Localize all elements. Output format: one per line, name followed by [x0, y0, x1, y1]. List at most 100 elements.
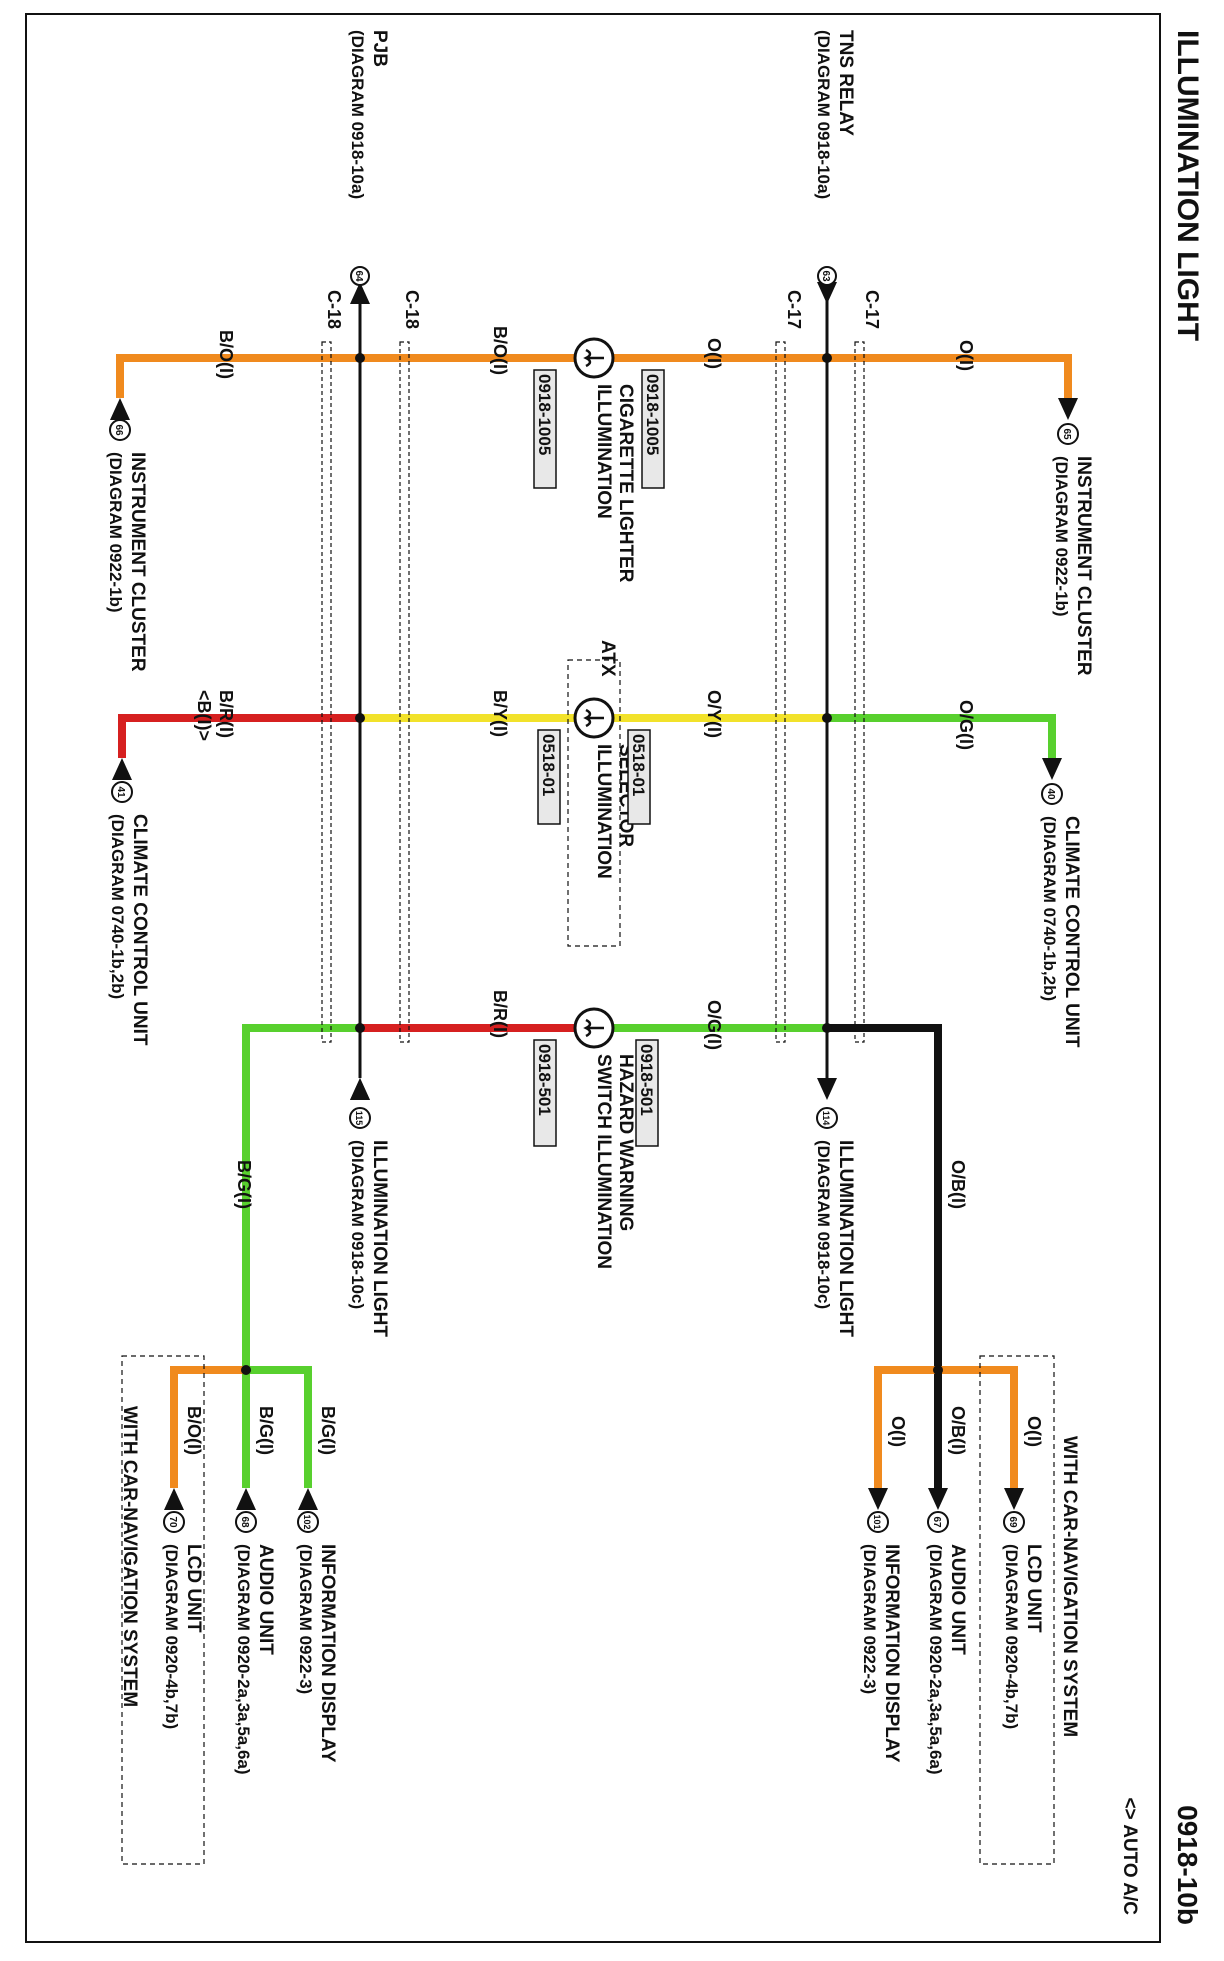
wire-label-ob-audio-upper: O/B(I) [948, 1406, 968, 1455]
wire-br-climate-control [118, 714, 360, 758]
cigarette-lighter-name: CIGARETTE LIGHTER [615, 384, 636, 583]
info-lower-ref: (DIAGRAM 0922-3) [296, 1544, 315, 1694]
wire-label-bo-cigarette: B/O(I) [490, 326, 510, 375]
lcd-lower-ref: (DIAGRAM 0920-4b,7b) [162, 1544, 181, 1729]
wire-label-by-selector: B/Y(I) [490, 690, 510, 737]
audio-lower-ref: (DIAGRAM 0920-2a,3a,5a,6a) [234, 1544, 253, 1775]
wire-label-o-lcd-upper: O(I) [1024, 1416, 1044, 1447]
wire-label-o-top: O(I) [956, 340, 976, 371]
audio-upper-name: AUDIO UNIT [947, 1544, 968, 1655]
pjb-ref: (DIAGRAM 0918-10a) [348, 30, 367, 199]
nav-section-lower: WITH CAR-NAVIGATION SYSTEM B/G(I) 102 IN… [119, 1355, 338, 1865]
lcd-upper-ref: (DIAGRAM 0920-4b,7b) [1002, 1544, 1021, 1729]
wire-o-info-upper [874, 1366, 938, 1488]
pin-40-label: 40 [1045, 788, 1056, 800]
info-upper-ref: (DIAGRAM 0922-3) [860, 1544, 879, 1694]
audio-lower-name: AUDIO UNIT [255, 1544, 276, 1655]
hazard-name2: SWITCH ILLUMINATION [593, 1054, 614, 1269]
pin-63-label: 63 [820, 270, 831, 282]
diagram-title: ILLUMINATION LIGHT [1171, 30, 1204, 341]
audio-upper-ref: (DIAGRAM 0920-2a,3a,5a,6a) [926, 1544, 945, 1775]
selector-name2: ILLUMINATION [593, 744, 614, 879]
connector-c18-label-b: C-18 [324, 290, 344, 329]
atx-tag: ATX [597, 640, 618, 677]
upper-bus-top-arrow [817, 282, 837, 304]
component-selector: ATX SELECTOR ILLUMINATION 0518-01 0518-0… [490, 640, 724, 947]
tns-relay-name: TNS RELAY [835, 30, 856, 136]
climate-control-bottom-ref: (DIAGRAM 0740-1b,2b) [108, 814, 127, 999]
output-illumination-light-bottom: 115 ILLUMINATION LIGHT (DIAGRAM 0918-10c… [234, 1078, 390, 1337]
pin-114-label: 114 [821, 1111, 831, 1126]
pin-64-circle [350, 266, 370, 286]
wire-label-br-bottom: B/R(I) [216, 690, 236, 738]
output-illumination-light-top: 114 ILLUMINATION LIGHT (DIAGRAM 0918-10c… [814, 1107, 968, 1337]
hazard-name: HAZARD WARNING [615, 1054, 636, 1231]
pjb-source: 64 PJB (DIAGRAM 0918-10a) [348, 30, 390, 286]
instrument-cluster-bottom-name: INSTRUMENT CLUSTER [127, 452, 148, 672]
wire-label-o-info-upper: O(I) [888, 1416, 908, 1447]
connector-c17-label-a: C-17 [862, 290, 882, 329]
hazard-code-upper: 0918-501 [637, 1044, 656, 1116]
output-instrument-cluster-top: 65 INSTRUMENT CLUSTER (DIAGRAM 0922-1b) … [956, 340, 1094, 676]
output-climate-control-top: 40 CLIMATE CONTROL UNIT (DIAGRAM 0740-1b… [956, 700, 1082, 1048]
selector-code-lower: 0518-01 [539, 734, 558, 796]
component-cigarette-lighter: CIGARETTE LIGHTER ILLUMINATION 0918-1005… [490, 326, 724, 583]
info-lower-name: INFORMATION DISPLAY [317, 1544, 338, 1763]
wire-label-oy-selector: O/Y(I) [704, 690, 724, 738]
tns-relay-ref: (DIAGRAM 0918-10a) [814, 30, 833, 199]
pin-64-label: 64 [353, 270, 364, 282]
pin-65-label: 65 [1061, 428, 1072, 440]
selector-code-upper: 0518-01 [629, 734, 648, 796]
wire-label-bg-info-lower: B/G(I) [318, 1406, 338, 1455]
connector-c18-band-a [399, 341, 410, 1043]
connector-c18-band-b [321, 341, 332, 1043]
info-upper-name: INFORMATION DISPLAY [881, 1544, 902, 1763]
instrument-cluster-top-name: INSTRUMENT CLUSTER [1073, 456, 1094, 676]
atx-dashed-box [567, 659, 621, 947]
wire-label-b-alt-bottom: <B(I)> [194, 690, 214, 741]
climate-control-top-name: CLIMATE CONTROL UNIT [1061, 816, 1082, 1048]
wire-o-instrument-cluster [827, 354, 1072, 398]
diagram-number: 0918-10b [1172, 1805, 1203, 1925]
junction-dots [241, 353, 943, 1375]
lcd-upper-name: LCD UNIT [1023, 1544, 1044, 1633]
upper-bus-bottom-arrow [817, 1078, 837, 1100]
pin-70-label: 70 [167, 1516, 178, 1528]
wire-label-og-top: O/G(I) [956, 700, 976, 750]
climate-control-bottom-name: CLIMATE CONTROL UNIT [129, 814, 150, 1046]
wire-bo-instrument-cluster [116, 354, 360, 398]
lcd-lower-name: LCD UNIT [183, 1544, 204, 1633]
nav-section-upper: WITH CAR-NAVIGATION SYSTEM O(I) 69 LCD U… [860, 1355, 1080, 1865]
pjb-name: PJB [369, 30, 390, 67]
pin-115-label: 115 [354, 1111, 364, 1126]
illumination-light-bottom-name: ILLUMINATION LIGHT [369, 1140, 390, 1337]
climate-control-top-ref: (DIAGRAM 0740-1b,2b) [1040, 816, 1059, 1001]
wire-label-bo-bottom: B/O(I) [216, 330, 236, 379]
cigarette-lighter-code-lower: 0918-1005 [535, 374, 554, 455]
wire-label-bg-bottom: B/G(I) [234, 1160, 254, 1209]
pin-41-label: 41 [115, 786, 126, 798]
wire-label-bg-audio-lower: B/G(I) [256, 1406, 276, 1455]
wire-label-ob-top: O/B(I) [948, 1160, 968, 1209]
pin-63-circle [817, 266, 837, 286]
instrument-cluster-top-ref: (DIAGRAM 0922-1b) [1052, 456, 1071, 617]
nav-upper-title: WITH CAR-NAVIGATION SYSTEM [1059, 1436, 1080, 1737]
output-climate-control-bottom: 41 CLIMATE CONTROL UNIT (DIAGRAM 0740-1b… [108, 690, 236, 1046]
component-hazard-warning: HAZARD WARNING SWITCH ILLUMINATION 0918-… [490, 990, 724, 1269]
wire-bg-info-lower [246, 1366, 312, 1488]
connector-bands [321, 341, 865, 1043]
pin-68-label: 68 [239, 1516, 250, 1528]
legend-note: <> AUTO A/C [1119, 1797, 1140, 1915]
pin-102-label: 102 [302, 1514, 312, 1529]
diagram-frame [25, 13, 1161, 1943]
illumination-light-bottom-ref: (DIAGRAM 0918-10c) [348, 1140, 367, 1309]
connector-c17-band-a [854, 341, 865, 1043]
wire-bo-lcd-lower [170, 1366, 246, 1488]
nav-upper-dashed-box [979, 1355, 1055, 1865]
wire-o-lcd-upper [938, 1366, 1018, 1488]
wire-label-o-cigarette: O(I) [704, 338, 724, 369]
nav-lower-dashed-box [121, 1355, 205, 1865]
output-instrument-cluster-bottom: 66 INSTRUMENT CLUSTER (DIAGRAM 0922-1b) … [106, 330, 236, 672]
cigarette-lighter-name2: ILLUMINATION [593, 384, 614, 519]
wire-bg-to-nav [242, 1024, 360, 1370]
